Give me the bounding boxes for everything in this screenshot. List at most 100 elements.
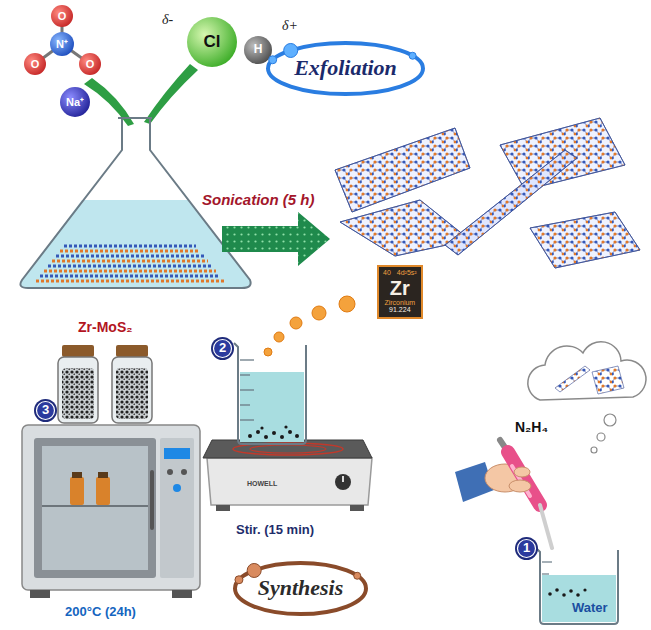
thought-cloud [604,414,616,426]
atom-symbol: H [254,43,263,56]
charge-label: δ+ [282,18,298,33]
oven [96,477,110,505]
beaker [240,374,250,375]
step-label: Stir. (15 min) [236,523,314,537]
callout-number: 2 [219,341,226,355]
step-callout: 1 [514,536,539,561]
callout-outer [515,537,538,560]
oven [172,590,192,598]
sonication-arrow [222,212,330,266]
bubbles [274,332,284,342]
water-beaker [562,593,566,597]
nanosheets [530,212,640,268]
sample-jars [116,345,148,357]
atomic-number: 40 [383,269,391,277]
beaker [264,435,268,439]
erlenmeyer-flask [20,200,250,288]
erlenmeyer-flask [52,260,208,263]
sample-jars [112,357,152,423]
beaker [248,434,252,438]
oven [22,425,200,590]
sample-jars [58,357,98,423]
beaker [234,343,306,444]
bubbles [312,306,326,320]
oven [34,438,156,578]
ring-dot [409,52,416,59]
beaker [240,404,250,405]
erlenmeyer-flask [40,275,220,278]
atom-sphere: Na⁺ [59,86,91,118]
atomic-mass: 91.224 [383,306,417,314]
erlenmeyer-flask [48,265,212,268]
atom-sphere: N⁺ [49,31,75,57]
pipette-hand [540,505,552,548]
element-tile: 404d²5s²ZrZirconium91.224 [377,265,423,319]
beaker [256,430,260,434]
oven [160,438,194,578]
reagent-label: N₂H₄ [515,420,548,435]
water-beaker [569,589,573,593]
water-beaker [583,588,586,591]
hot-plate [216,505,230,511]
erlenmeyer-flask [60,250,200,253]
charge-label: δ- [162,12,173,27]
sphere [24,53,46,75]
step-label: Sonication (5 h) [202,192,315,209]
atom-sphere: Cl [186,16,238,68]
water-beaker [542,573,549,574]
water-beaker [542,575,616,622]
bubbles [264,296,355,356]
oven [167,469,173,475]
product-label: Zr-MoS₂ [78,320,132,335]
beaker [280,435,284,439]
section-title: Exfoliation [294,56,397,80]
water-beaker [555,588,559,592]
element-symbol: Zr [383,277,417,299]
ring-dot [269,56,277,64]
sphere [79,53,101,75]
pipette-hand [508,452,540,505]
ring-dot [284,43,298,57]
sphere [51,5,73,27]
water-beaker [536,548,618,624]
condition-label: 200°C (24h) [65,605,136,619]
bubbles [339,296,355,312]
beaker [295,434,299,438]
callout-outer [211,337,234,360]
sample-jars [62,368,94,419]
sphere [187,17,237,67]
oven [150,470,154,530]
thought-cloud [528,342,646,453]
sonication-arrow [222,212,330,266]
oven [70,477,84,505]
hot-plate [203,440,372,458]
pipette-hand [514,467,530,477]
step-callout: 3 [33,398,58,423]
sonication-arrow [222,212,330,266]
atom-sphere: O [23,52,47,76]
oven [22,425,200,598]
nanosheets [335,128,470,212]
atom-symbol: N⁺ [56,38,68,50]
callout-outer [34,399,57,422]
erlenmeyer-flask [36,280,224,283]
oven [181,469,187,475]
element-name: Zirconium [383,299,417,307]
atom-symbol: O [31,58,40,70]
sample-jars [58,345,152,423]
step-callout: 2 [210,336,235,361]
ring-dot [247,563,261,577]
thought-cloud [591,447,597,453]
beaker [240,359,254,360]
tile-header-row: 404d²5s² [383,269,417,277]
atom-sphere: O [78,52,102,76]
hot-plate [342,476,344,482]
nanosheets [335,128,470,212]
atom-sphere: O [50,4,74,28]
erlenmeyer-flask [44,270,216,273]
beaker [288,430,292,434]
atom-symbol: O [86,58,95,70]
erlenmeyer-flask [64,245,196,248]
beaker [260,426,263,429]
solvent-label: Water [572,601,608,615]
